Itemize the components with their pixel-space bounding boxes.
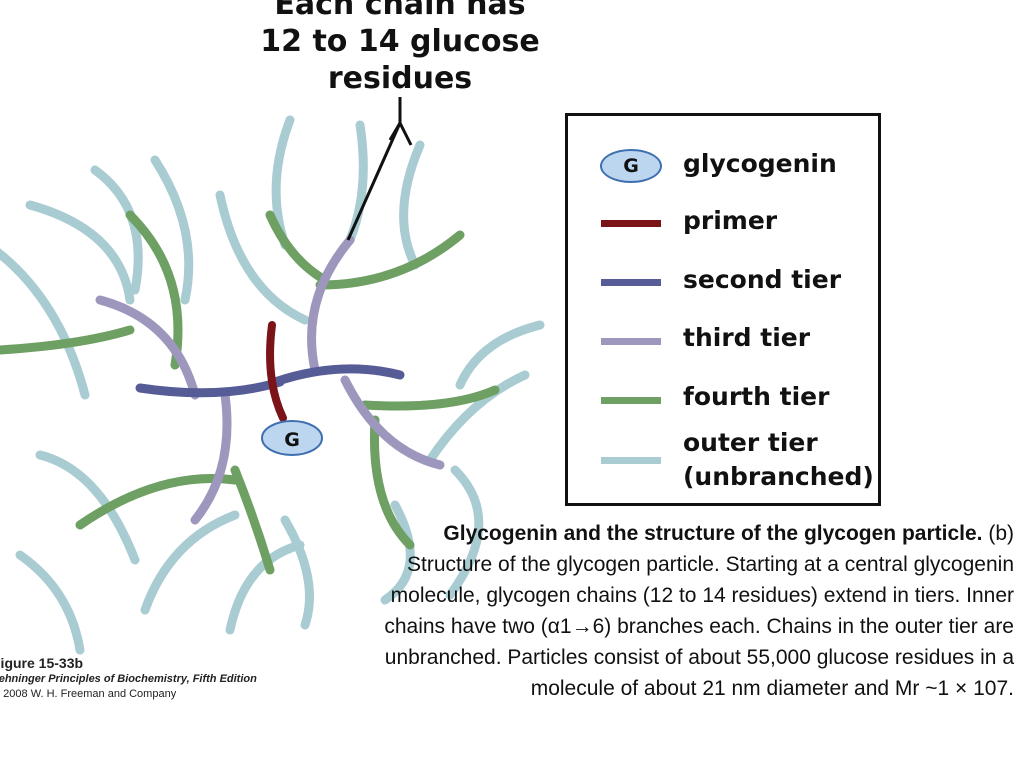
callout-line-3: residues — [327, 61, 473, 96]
third-tier-chain — [190, 390, 232, 525]
glycogenin-node-label: G — [284, 429, 300, 451]
outer-tier-chain — [35, 450, 140, 565]
outer-tier-chains — [0, 115, 545, 655]
callout-pointer — [346, 97, 413, 241]
copyright-line: © 2008 W. H. Freeman and Company — [0, 688, 177, 700]
fourth-tier-chain — [369, 415, 415, 550]
outer-tier-chain — [215, 190, 310, 325]
caption-body: (b) Structure of the glycogen particle. … — [384, 522, 1014, 700]
figure-caption: Glycogenin and the structure of the glyc… — [374, 518, 1014, 704]
third-tier-chain — [95, 295, 200, 400]
book-title: Lehninger Principles of Biochemistry, Fi… — [0, 673, 257, 685]
outer-tier-chain — [0, 248, 90, 400]
legend-label-outer-tier: outer tier — [683, 428, 818, 457]
fourth-tier-swatch — [601, 397, 661, 404]
fourth-tier-chains — [0, 210, 500, 575]
fourth-tier-chain — [125, 210, 183, 370]
legend-label-third-tier: third tier — [683, 323, 811, 352]
primer-chain — [266, 321, 287, 422]
second-tier-chain — [270, 364, 405, 387]
outer-tier-swatch — [601, 457, 661, 464]
chain-length-callout: Each chain has 12 to 14 glucose residues — [250, 0, 550, 97]
legend-label-fourth-tier: fourth tier — [683, 382, 830, 411]
fourth-tier-chain — [315, 230, 465, 290]
glycogenin-node — [261, 420, 323, 456]
legend-label-outer-tier-note: (unbranched) — [683, 462, 874, 491]
caption-title: Glycogenin and the structure of the glyc… — [443, 522, 983, 545]
outer-tier-chain — [445, 465, 484, 600]
callout-line-1: Each chain has — [274, 0, 526, 22]
callout-leader — [346, 122, 402, 241]
fourth-tier-chain — [230, 465, 275, 575]
fourth-tier-chain — [360, 385, 500, 411]
second-tier-chain — [135, 377, 285, 398]
outer-tier-chain — [150, 155, 194, 305]
legend: G glycogenin primer second tier third ti… — [565, 113, 881, 506]
legend-label-glycogenin: glycogenin — [683, 149, 837, 178]
outer-tier-chain — [90, 165, 143, 295]
legend-label-second-tier: second tier — [683, 265, 842, 294]
fourth-tier-chain — [265, 210, 330, 285]
third-tier-swatch — [601, 338, 661, 345]
callout-branch-right — [398, 122, 413, 146]
outer-tier-chain — [425, 370, 530, 465]
third-tier-chain — [307, 235, 355, 375]
outer-tier-chain — [140, 510, 240, 615]
glycogenin-oval-icon: G — [600, 149, 662, 183]
figure-credit: Figure 15-33b Lehninger Principles of Bi… — [0, 654, 292, 702]
outer-tier-chain — [15, 550, 85, 655]
outer-tier-chain — [380, 500, 415, 605]
third-tier-chains — [95, 235, 445, 525]
second-tier-chains — [135, 364, 405, 398]
outer-tier-chain — [280, 515, 314, 630]
legend-label-primer: primer — [683, 206, 778, 235]
outer-tier-chain — [25, 200, 135, 305]
primer-swatch — [601, 220, 661, 227]
figure-number: Figure 15-33b — [0, 655, 84, 671]
callout-line-2: 12 to 14 glucose — [260, 24, 540, 59]
outer-tier-chain — [225, 540, 305, 635]
second-tier-swatch — [601, 279, 661, 286]
outer-tier-chain — [399, 140, 425, 270]
fourth-tier-chain — [0, 325, 135, 355]
outer-tier-chain — [455, 320, 545, 390]
third-tier-chain — [340, 375, 445, 470]
